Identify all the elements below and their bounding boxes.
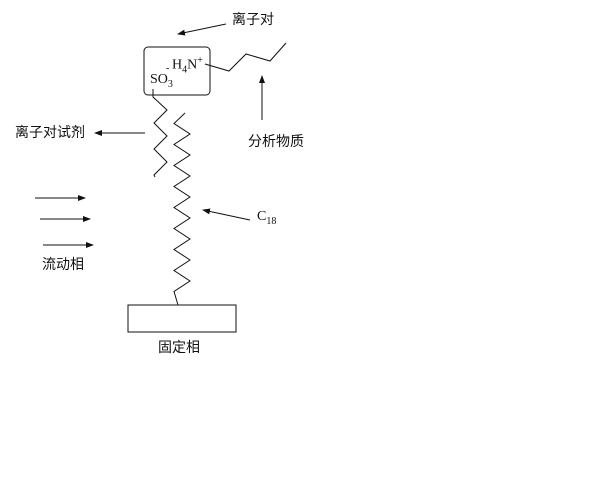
sulfonate-sub: 3 bbox=[167, 78, 173, 90]
sulfonate-group: SO3 bbox=[150, 73, 173, 92]
stationary-phase-block bbox=[127, 304, 237, 333]
ion-pair-arrow bbox=[177, 23, 227, 36]
analyte-label: 分析物质 bbox=[248, 134, 304, 150]
mobile-phase-label: 流动相 bbox=[42, 257, 84, 273]
c18-label: C18 bbox=[257, 210, 276, 229]
amine-h-sub: 4 bbox=[182, 64, 188, 76]
ion-pair-box bbox=[143, 46, 211, 96]
c18-arrow bbox=[202, 208, 251, 221]
ion-pair-label: 离子对 bbox=[232, 12, 274, 28]
ion-pair-reagent-label: 离子对试剂 bbox=[15, 125, 85, 141]
amine-h: H bbox=[172, 57, 183, 73]
amine-n: N bbox=[187, 57, 198, 73]
ion-pair-reagent-chain bbox=[152, 89, 168, 178]
c18-base: C bbox=[257, 209, 267, 224]
amine-charge: + bbox=[197, 55, 203, 66]
stationary-phase-label: 固定相 bbox=[158, 340, 200, 356]
analyte-chain bbox=[204, 42, 287, 72]
c18-chain bbox=[173, 112, 191, 306]
sulfonate-charge: - bbox=[166, 63, 170, 74]
c18-subscript: 18 bbox=[266, 215, 277, 227]
sulfonate-s: SO bbox=[150, 72, 168, 87]
amine-group: H4N+ bbox=[172, 54, 203, 77]
